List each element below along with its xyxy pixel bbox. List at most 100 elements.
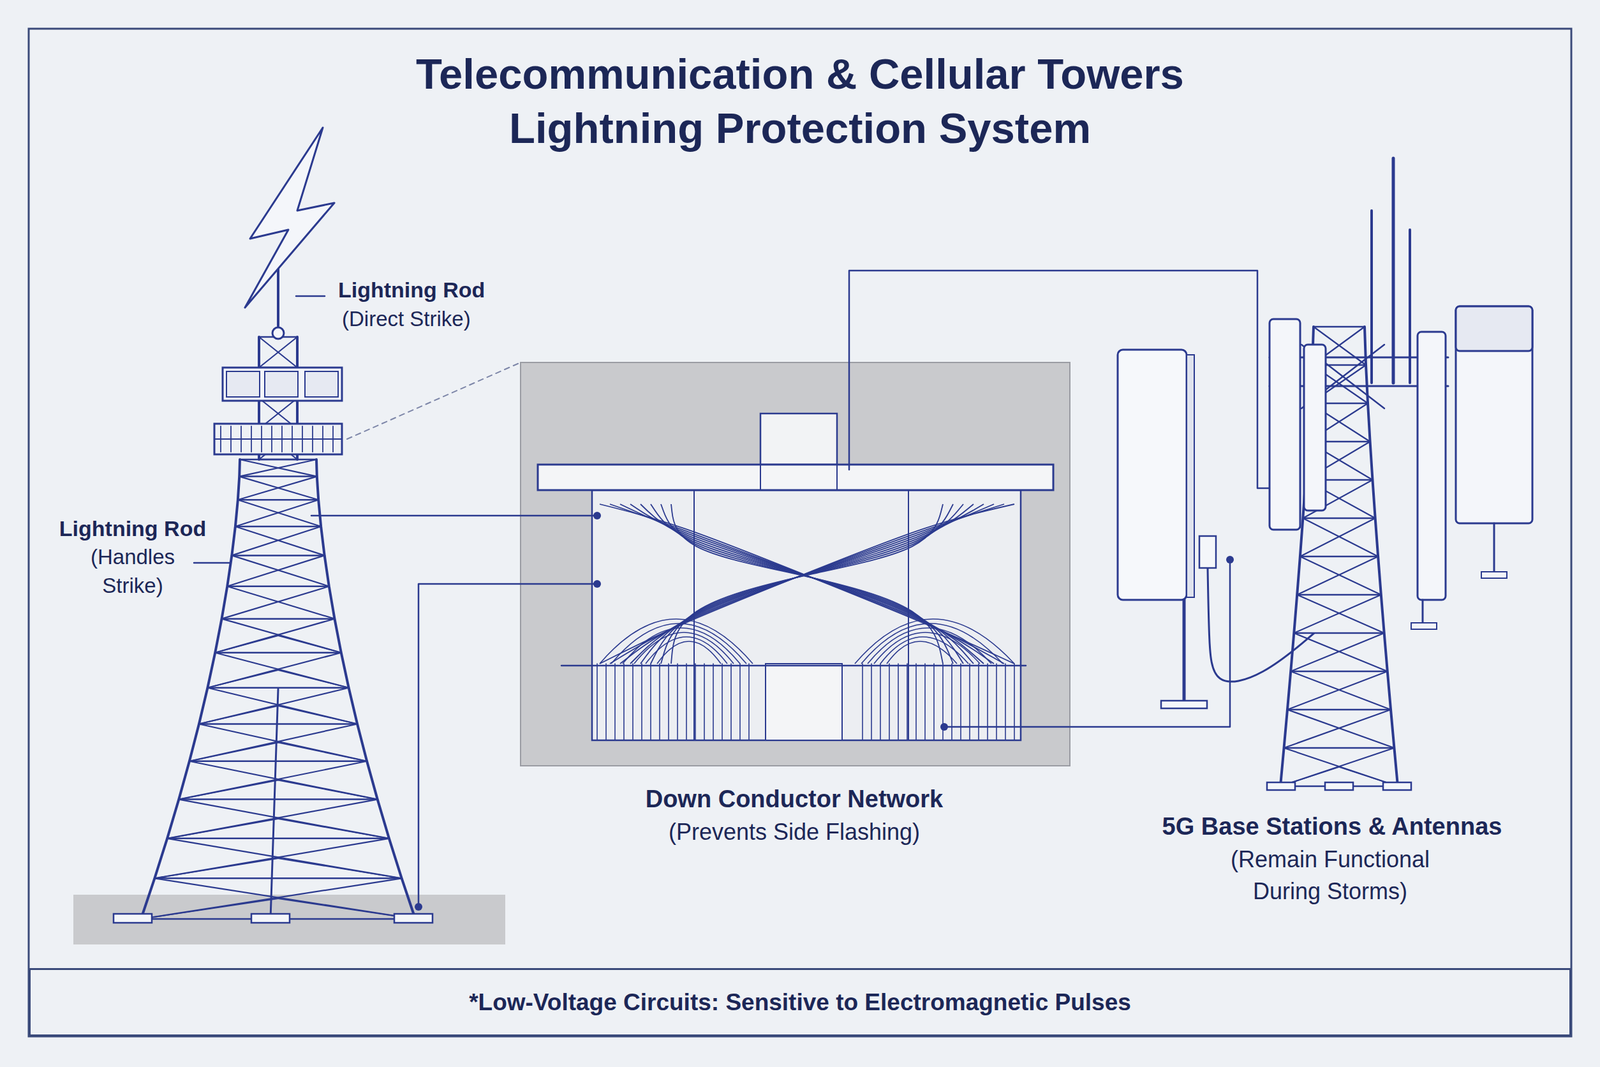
antenna-panel — [304, 371, 339, 397]
tower-brace — [231, 555, 329, 586]
tower-brace — [1290, 632, 1384, 672]
tower-strut — [235, 525, 321, 528]
tower-strut — [259, 458, 298, 461]
conductor-arch — [599, 618, 753, 664]
zoom-line — [347, 362, 521, 439]
tower-brace — [189, 723, 358, 761]
tower-brace — [235, 526, 325, 556]
tower-brace — [178, 761, 367, 800]
antenna-foot — [1481, 571, 1507, 578]
antenna-panel — [1455, 306, 1533, 524]
antenna-side — [1186, 354, 1195, 598]
tower-brace — [1300, 556, 1382, 595]
ground-conductor — [641, 663, 643, 741]
part-description: (Handles Strike) — [78, 542, 187, 600]
conductor-arch — [645, 636, 728, 664]
tower-brace — [227, 555, 325, 586]
tower-brace — [1290, 671, 1391, 710]
tower-foot — [1325, 782, 1354, 790]
tower-brace — [1293, 594, 1382, 633]
part-description: (Remain Functional During Storms) — [1208, 843, 1452, 908]
ground-conductor — [748, 663, 750, 741]
tower-brace — [237, 476, 318, 501]
tower-brace — [278, 742, 367, 762]
part-description: (Prevents Side Flashing) — [539, 816, 1050, 848]
part-label: Lightning Rod — [37, 514, 229, 543]
tower-strut — [1287, 708, 1391, 711]
right-tower — [1117, 158, 1533, 790]
tower-brace — [278, 780, 378, 800]
conductor-cable — [609, 503, 1005, 664]
ground-conductor — [1013, 663, 1015, 741]
tower-strut — [237, 498, 319, 501]
conductor-arch — [880, 636, 969, 664]
outer-frame — [28, 28, 1572, 1037]
tower-strut — [214, 651, 342, 654]
tower-strut — [189, 760, 367, 763]
wiring-line — [418, 583, 598, 907]
tower-strut — [154, 877, 402, 880]
tower-brace — [178, 799, 390, 839]
tower-brace — [1296, 594, 1385, 633]
wiring-line — [849, 270, 1282, 489]
ground-conductor — [879, 663, 882, 741]
antenna-stand — [1493, 523, 1496, 575]
conductor-cable — [630, 503, 984, 664]
tower-brace — [199, 687, 349, 725]
ground-conductor — [951, 663, 953, 741]
tower-foot — [113, 913, 152, 923]
conductor-cable — [671, 503, 943, 664]
tower-strut — [231, 554, 325, 557]
lightning-bolt — [244, 127, 335, 308]
tower-strut — [239, 458, 317, 461]
feed-cable — [1207, 567, 1315, 682]
ground-conductor — [739, 663, 741, 741]
tower-strut — [178, 798, 378, 800]
tower-brace — [178, 780, 279, 800]
antenna-foot — [1411, 622, 1437, 630]
tower-brace — [259, 367, 298, 399]
tower-strut — [1284, 747, 1395, 749]
conductor-arch — [874, 632, 980, 664]
antenna-pole — [1182, 599, 1186, 702]
ground-conductor — [986, 663, 989, 741]
tower-strut — [1293, 632, 1384, 635]
ground-conductor — [632, 663, 634, 741]
tower-brace — [239, 459, 318, 477]
tower-foot — [251, 913, 290, 923]
footnote-band: *Low-Voltage Circuits: Sensitive to Elec… — [28, 967, 1572, 1037]
antenna-panel — [1117, 349, 1187, 600]
antenna-panel — [1303, 344, 1326, 511]
ground-conductor — [960, 663, 962, 741]
tower-foot — [1383, 782, 1412, 790]
tower-brace — [259, 336, 298, 368]
ground-conductor — [1004, 663, 1007, 741]
tower-brace — [278, 858, 402, 878]
junction-box — [760, 413, 838, 465]
platform-rail — [214, 438, 342, 440]
tower-brace — [189, 761, 378, 800]
part-label: Down Conductor Network — [539, 783, 1050, 815]
tower-brace — [239, 459, 317, 477]
ground-conductor — [977, 663, 980, 741]
ground-conductor — [721, 663, 723, 741]
ground-conductor — [667, 663, 670, 741]
tower-foot — [1266, 782, 1296, 790]
part-label: Lightning Rod — [338, 275, 556, 304]
tower-leg — [270, 688, 279, 919]
bus-bar-joint — [759, 464, 762, 490]
panel-opening — [765, 663, 843, 741]
ground-conductor — [659, 663, 661, 741]
panel-rail — [561, 664, 1026, 667]
antenna-foot — [1161, 700, 1208, 709]
tower-brace — [278, 669, 349, 688]
ground-conductor — [730, 663, 732, 741]
mount-bracket — [1199, 535, 1216, 568]
tower-brace — [1302, 518, 1378, 557]
conductor-arch — [657, 641, 721, 664]
conductor-cable — [599, 503, 1015, 664]
antenna-panel — [1269, 318, 1301, 530]
ground-conductor — [614, 663, 616, 741]
